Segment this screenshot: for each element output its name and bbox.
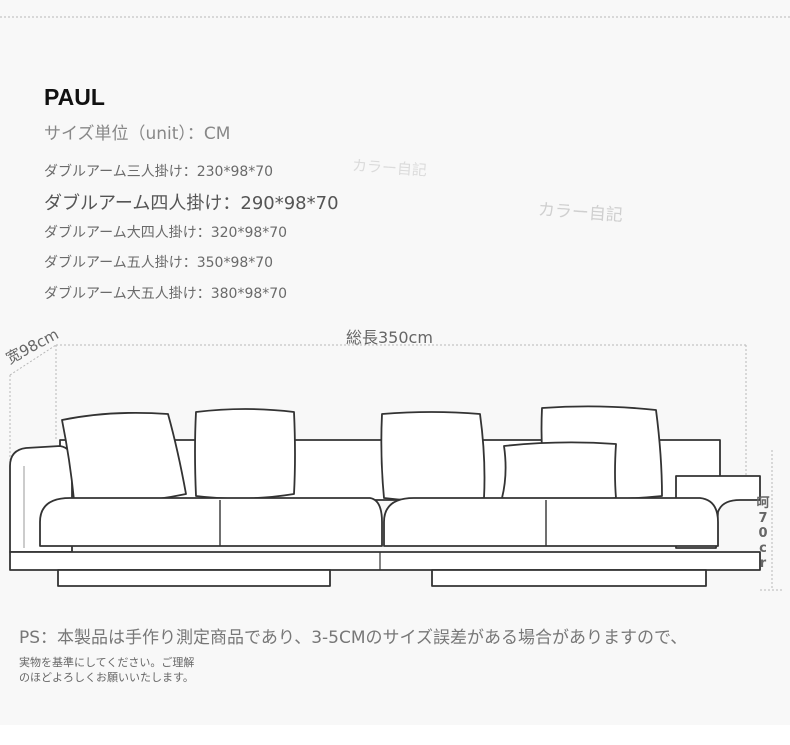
height-label: 呵70cr <box>756 496 770 571</box>
dotted-border-top <box>0 16 790 18</box>
spec-item: ダブルアーム五人掛け：350*98*70 <box>44 255 274 271</box>
note-line: 実物を基準にしてください。ご理解 <box>19 656 195 669</box>
spec-item: ダブルアーム四人掛け：290*98*70 <box>44 193 339 214</box>
sofa-foot <box>57 569 331 587</box>
seat-cushion <box>39 497 383 547</box>
spec-item: ダブルアーム三人掛け：230*98*70 <box>44 164 274 180</box>
sofa-base <box>9 551 761 571</box>
size-spec-list: ダブルアーム三人掛け：230*98*70 ダブルアーム四人掛け：290*98*7… <box>44 0 444 310</box>
spec-item: ダブルアーム大五人掛け：380*98*70 <box>44 286 288 302</box>
product-model-name: PAUL <box>44 84 105 110</box>
size-unit-line: サイズ単位（unit）：CM <box>44 124 231 144</box>
bottom-band <box>0 725 790 745</box>
back-cushion <box>194 408 296 500</box>
sofa-diagram <box>9 344 784 591</box>
back-cushion <box>380 411 486 502</box>
note-line: のほどよろしくお願いいたします。 <box>19 671 194 684</box>
ps-note: PS：本製品は手作り測定商品であり、3-5CMのサイズ誤差がある場合がありますの… <box>19 628 688 648</box>
sofa-outline <box>9 405 761 587</box>
width-dimension-line <box>9 344 57 376</box>
sofa-foot <box>431 569 707 587</box>
length-label: 総長350cm <box>346 328 433 347</box>
back-cushion <box>501 441 617 502</box>
dimension-lines <box>9 344 784 591</box>
spec-item: ダブルアーム大四人掛け：320*98*70 <box>44 225 288 241</box>
seat-cushion <box>383 497 719 547</box>
back-cushion <box>61 411 187 503</box>
